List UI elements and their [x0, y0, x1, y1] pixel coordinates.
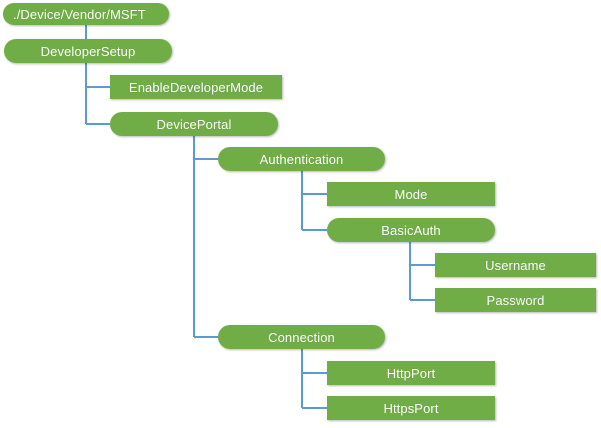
node-httpsport[interactable]: HttpsPort	[327, 396, 495, 420]
node-authentication[interactable]: Authentication	[218, 147, 385, 171]
node-root[interactable]: ./Device/Vendor/MSFT	[3, 3, 169, 25]
node-mode[interactable]: Mode	[327, 182, 495, 206]
node-username[interactable]: Username	[435, 253, 596, 277]
node-connection[interactable]: Connection	[218, 325, 385, 349]
node-deviceportal[interactable]: DevicePortal	[110, 112, 278, 136]
node-basicauth[interactable]: BasicAuth	[327, 218, 495, 242]
node-password[interactable]: Password	[435, 288, 596, 312]
node-developersetup[interactable]: DeveloperSetup	[4, 39, 172, 63]
node-enabledevelopermode[interactable]: EnableDeveloperMode	[110, 75, 282, 99]
node-httpport[interactable]: HttpPort	[327, 361, 495, 385]
